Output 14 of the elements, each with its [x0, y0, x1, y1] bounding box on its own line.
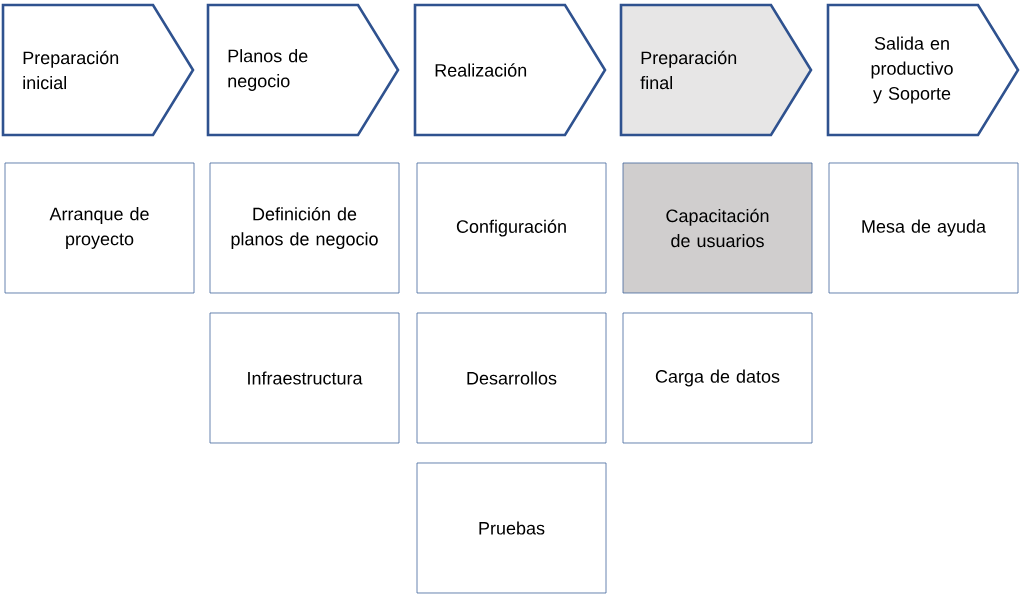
phase-chevron-box: Preparación inicial: [1, 3, 195, 137]
task-box: Capacitación de usuarios: [622, 162, 813, 294]
task-box: Configuración: [416, 162, 607, 294]
task-box: Arranque de proyecto: [4, 162, 195, 294]
task-box: Infraestructura: [209, 312, 400, 444]
phase-chevron-box: Preparación final: [619, 3, 813, 137]
task-box: Pruebas: [416, 462, 607, 594]
phase-chevron-box: Salida en productivo y Soporte: [826, 3, 1020, 137]
task-box: Definición de planos de negocio: [209, 162, 400, 294]
phase-chevron-box: Realización: [413, 3, 607, 137]
phase-chevron-box: Planos de negocio: [206, 3, 400, 137]
task-box: Mesa de ayuda: [828, 162, 1019, 294]
task-box: Desarrollos: [416, 312, 607, 444]
task-box: Carga de datos: [622, 312, 813, 444]
